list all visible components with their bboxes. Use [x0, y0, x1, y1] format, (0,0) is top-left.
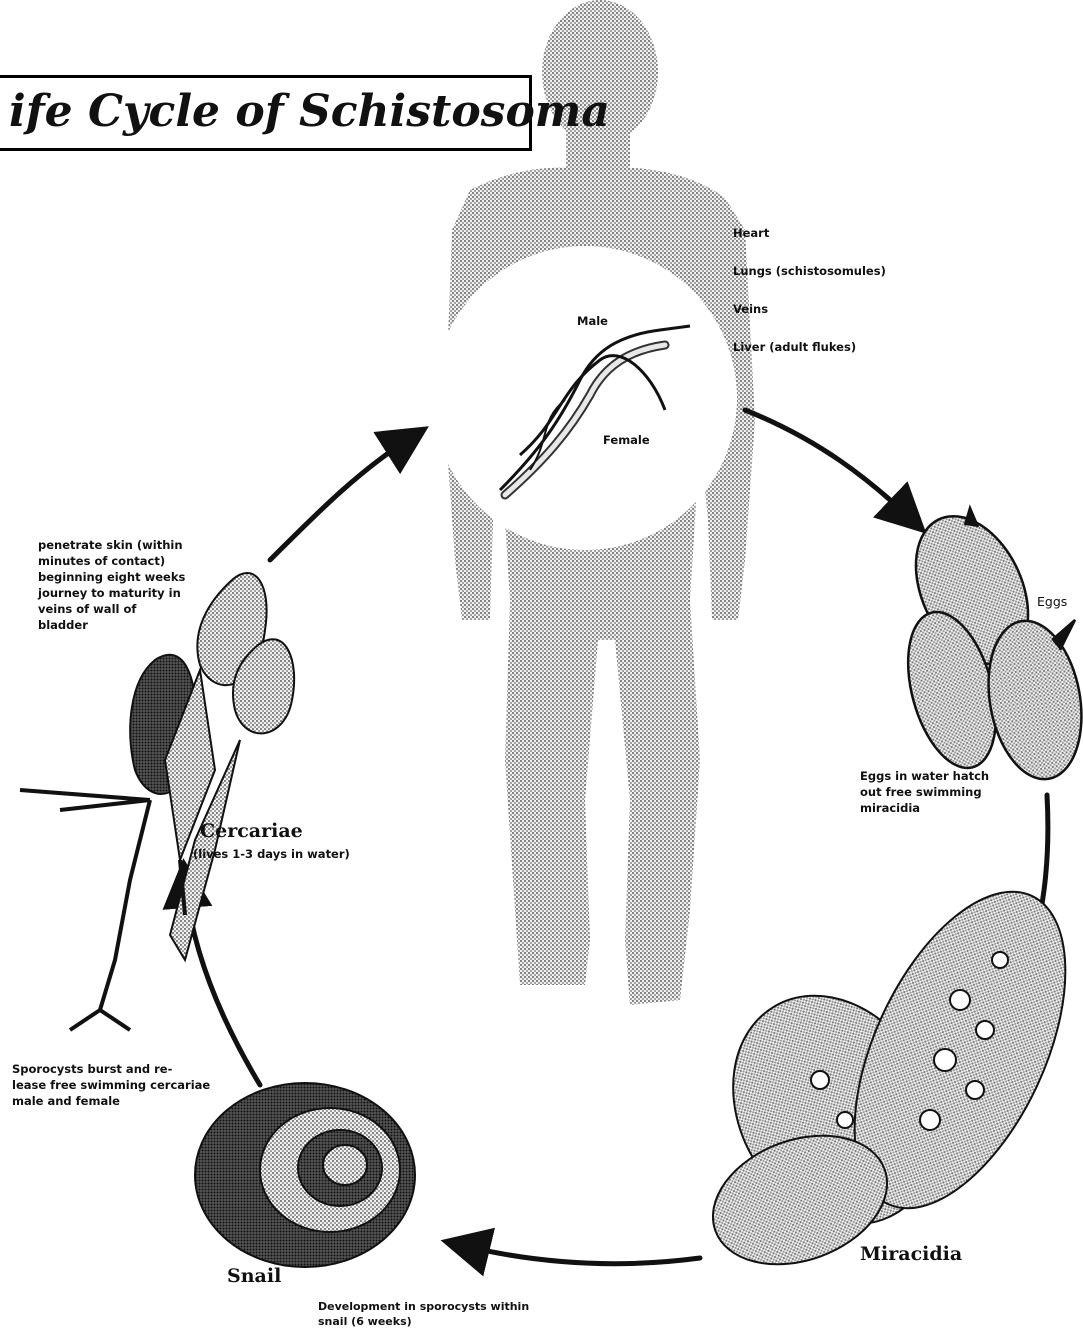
arrow-to-human: [270, 437, 412, 560]
snail-illustration: [195, 1083, 415, 1267]
arrow-to-snail: [460, 1245, 700, 1264]
sporocysts-desc-line: lease free swimming cercariae: [12, 1078, 210, 1093]
title-box: ife Cycle of Schistosoma: [0, 75, 532, 151]
heart-label: Heart: [733, 226, 769, 241]
male-label: Male: [577, 314, 608, 329]
sporocysts-desc-line: male and female: [12, 1094, 120, 1109]
eggs-label: Eggs: [1037, 594, 1067, 609]
cercariae-label: Cercariae: [200, 820, 303, 842]
cercariae-illustration: [20, 573, 294, 1030]
liver-label: Liver (adult flukes): [733, 340, 856, 355]
cercariae-desc-line: penetrate skin (within: [38, 538, 183, 553]
cercariae-desc-line: minutes of contact): [38, 554, 165, 569]
eggs-desc-line: miracidia: [860, 801, 920, 816]
arrow-to-eggs: [745, 410, 912, 520]
eggs-desc-line: Eggs in water hatch: [860, 769, 989, 784]
cercariae-sublabel: (lives 1-3 days in water): [193, 847, 350, 862]
worms-inset: [433, 246, 737, 550]
cercariae-desc-line: journey to maturity in: [38, 586, 181, 601]
cercariae-desc-line: beginning eight weeks: [38, 570, 185, 585]
snail-label: Snail: [227, 1265, 281, 1287]
cercariae-desc-line: bladder: [38, 618, 88, 633]
miracidia-label: Miracidia: [860, 1243, 962, 1265]
diagram-title: ife Cycle of Schistosoma: [9, 86, 610, 137]
lungs-label: Lungs (schistosomules): [733, 264, 886, 279]
female-label: Female: [603, 433, 650, 448]
eggs-illustration: [893, 498, 1083, 786]
veins-label: Veins: [733, 302, 768, 317]
sporocysts-desc-line: Sporocysts burst and re-: [12, 1062, 172, 1077]
snail-desc-line: snail (6 weeks): [318, 1314, 412, 1329]
snail-desc-line: Development in sporocysts within: [318, 1299, 529, 1314]
eggs-desc-line: out free swimming: [860, 785, 982, 800]
miracidia-illustration: [693, 860, 1083, 1287]
cercariae-desc-line: veins of wall of: [38, 602, 136, 617]
